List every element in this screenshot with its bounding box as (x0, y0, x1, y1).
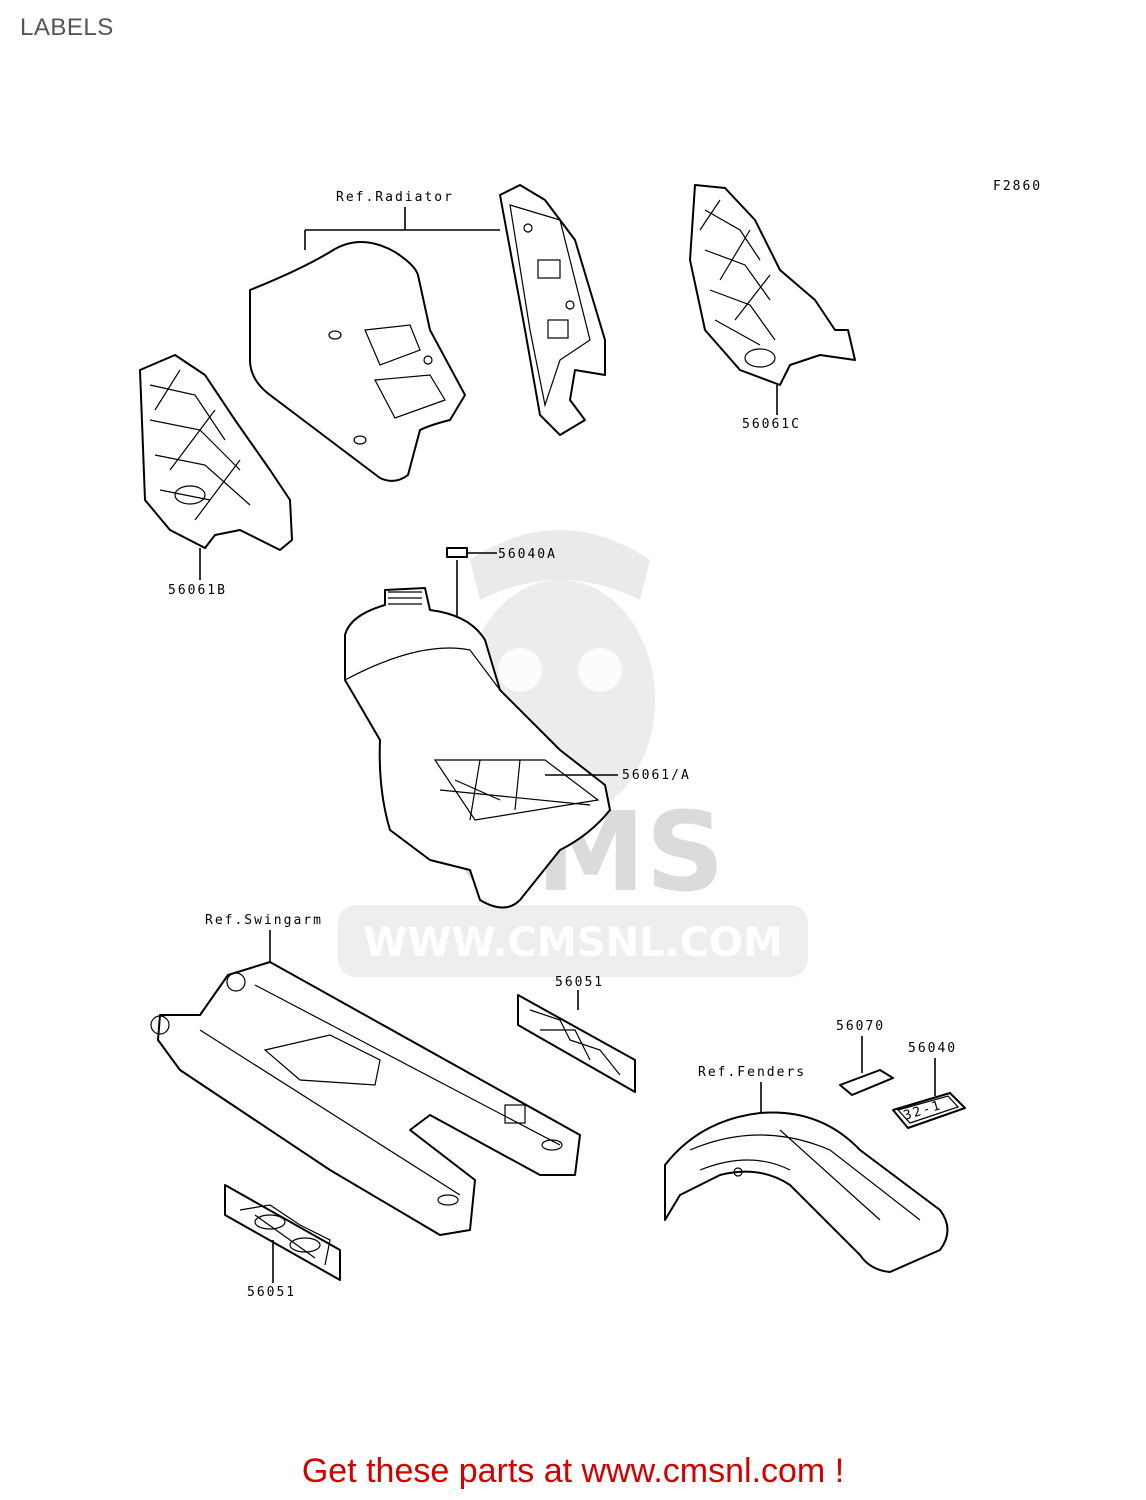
fuel-tank (344, 587, 611, 909)
ref-fenders-label: Ref.Fenders (698, 1065, 806, 1080)
callout-56040a: 56040A (498, 547, 557, 562)
call-to-action-link[interactable]: Get these parts at www.cmsnl.com ! (301, 1452, 845, 1490)
callout-56061a: 56061/A (622, 768, 691, 783)
callout-56070: 56070 (836, 1019, 885, 1034)
shroud-decal-left (139, 354, 293, 551)
swingarm (150, 961, 581, 1236)
ref-radiator-leader (304, 207, 500, 250)
fender-label-small (839, 1069, 894, 1096)
callout-56061c: 56061C (742, 417, 801, 432)
ref-swingarm-label: Ref.Swingarm (205, 913, 323, 928)
swingarm-decal-upper (517, 994, 636, 1093)
callout-56061b: 56061B (168, 583, 227, 598)
swingarm-decal-lower (224, 1184, 341, 1281)
watermark-url: WWW.CMSNL.COM (363, 920, 783, 966)
ref-radiator-label: Ref.Radiator (336, 190, 454, 205)
parts-diagram: CMS WWW.CMSNL.COM F2860 Ref.Radiator 560… (139, 179, 1042, 1300)
callout-56040: 56040 (908, 1041, 957, 1056)
radiator-shroud-left (249, 241, 466, 482)
callout-56051-lower: 56051 (247, 1285, 296, 1300)
tank-small-label (446, 547, 468, 558)
shroud-decal-right (689, 184, 856, 386)
radiator-shroud-right (499, 184, 606, 436)
fender (664, 1111, 949, 1273)
page-title: LABELS (20, 14, 114, 41)
callout-56051-upper: 56051 (555, 975, 604, 990)
figure-code: F2860 (993, 179, 1042, 194)
fender-label-plate: 32-1 (892, 1092, 966, 1129)
